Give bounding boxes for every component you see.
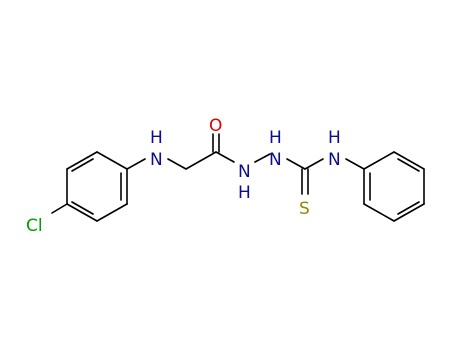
- ring2-bond: [393, 151, 425, 170]
- n-ch2-bond: [167, 158, 187, 170]
- c-cl-bond: [51, 203, 68, 214]
- hydrazide-n1-label: N: [238, 162, 251, 182]
- c-n-bond: [215, 151, 235, 163]
- ring1-bond: [96, 203, 128, 222]
- c-nh-bond: [126, 158, 146, 170]
- hydrazide-n2-label: N: [269, 150, 282, 170]
- cs-n-bond: [304, 158, 324, 170]
- hydrazide-h1-label: H: [238, 183, 251, 203]
- hydrazide-h2-label: H: [269, 128, 282, 148]
- ring1-double-bond: [71, 158, 94, 172]
- chlorine-label: Cl: [26, 216, 43, 236]
- ring1-double-bond: [71, 201, 94, 215]
- ring2-bond: [363, 151, 395, 170]
- sulfur-label: S: [299, 199, 310, 219]
- ring2-bond: [363, 203, 395, 222]
- n-n-bond: [254, 153, 271, 163]
- ch2-c-bond: [185, 151, 217, 170]
- amine-n-label: N: [150, 150, 163, 170]
- ring2-double-bond: [397, 158, 420, 172]
- ring2-double-bond: [397, 201, 420, 215]
- carbonyl-oxygen-label: O: [209, 116, 222, 136]
- amine-h-label: H: [150, 128, 163, 148]
- ring1-bond: [66, 203, 98, 222]
- n-phenyl-bond: [345, 158, 365, 170]
- ring1-bond: [96, 151, 128, 170]
- n-cs-bond: [286, 158, 306, 170]
- ring1-bond: [66, 151, 98, 170]
- phenyl-ring: [363, 151, 425, 222]
- chlorophenyl-ring: [66, 151, 128, 222]
- ring2-bond: [393, 203, 425, 222]
- thioamide-n-label: N: [328, 150, 341, 170]
- thioamide-h-label: H: [328, 128, 341, 148]
